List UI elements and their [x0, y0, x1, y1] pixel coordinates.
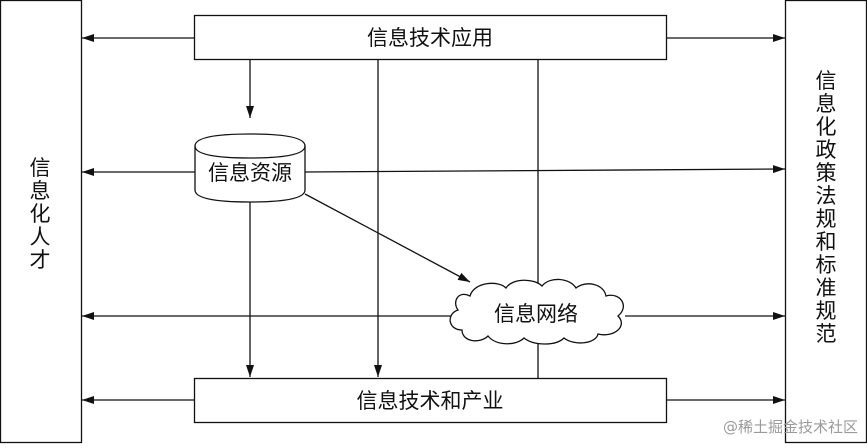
- it-industry-label: 信息技术和产业: [357, 389, 504, 413]
- vertical-label-char: 政: [816, 138, 837, 162]
- vertical-label-char: 信: [816, 69, 837, 93]
- info-talent-box: [0, 0, 83, 444]
- vertical-label-char: 策: [816, 161, 837, 185]
- policy-law-standards-box: [784, 0, 867, 444]
- info-resources-cylinder: [194, 133, 306, 203]
- vertical-label-char: 信: [30, 156, 51, 180]
- it-application-box: [193, 14, 668, 61]
- vertical-label-char: 息: [30, 179, 51, 203]
- edge-resources-to-policy: [304, 165, 786, 174]
- watermark-text: @稀土掘金技术社区: [723, 418, 858, 436]
- vertical-label-char: 规: [816, 299, 837, 323]
- info-network-label: 信息网络: [494, 302, 578, 326]
- info-talent-label: 信息化人才: [30, 156, 51, 272]
- vertical-label-char: 人: [30, 225, 51, 249]
- vertical-label-char: 化: [816, 115, 837, 139]
- vertical-label-char: 规: [816, 207, 837, 231]
- vertical-label-char: 法: [816, 184, 837, 208]
- it-application-label: 信息技术应用: [367, 26, 493, 50]
- policy-law-standards-label: 信息化政策法规和标准规范: [816, 69, 837, 346]
- vertical-label-char: 标: [816, 253, 837, 277]
- vertical-label-char: 才: [30, 248, 51, 272]
- vertical-label-char: 化: [30, 202, 51, 226]
- edge-resources-to-network: [304, 193, 471, 283]
- vertical-label-char: 范: [816, 322, 837, 346]
- it-industry-box: [193, 377, 668, 424]
- info-resources-label: 信息资源: [208, 161, 292, 185]
- vertical-label-char: 息: [816, 92, 837, 116]
- info-network-cloud: [449, 278, 624, 345]
- vertical-label-char: 和: [816, 230, 837, 254]
- vertical-label-char: 准: [816, 276, 837, 300]
